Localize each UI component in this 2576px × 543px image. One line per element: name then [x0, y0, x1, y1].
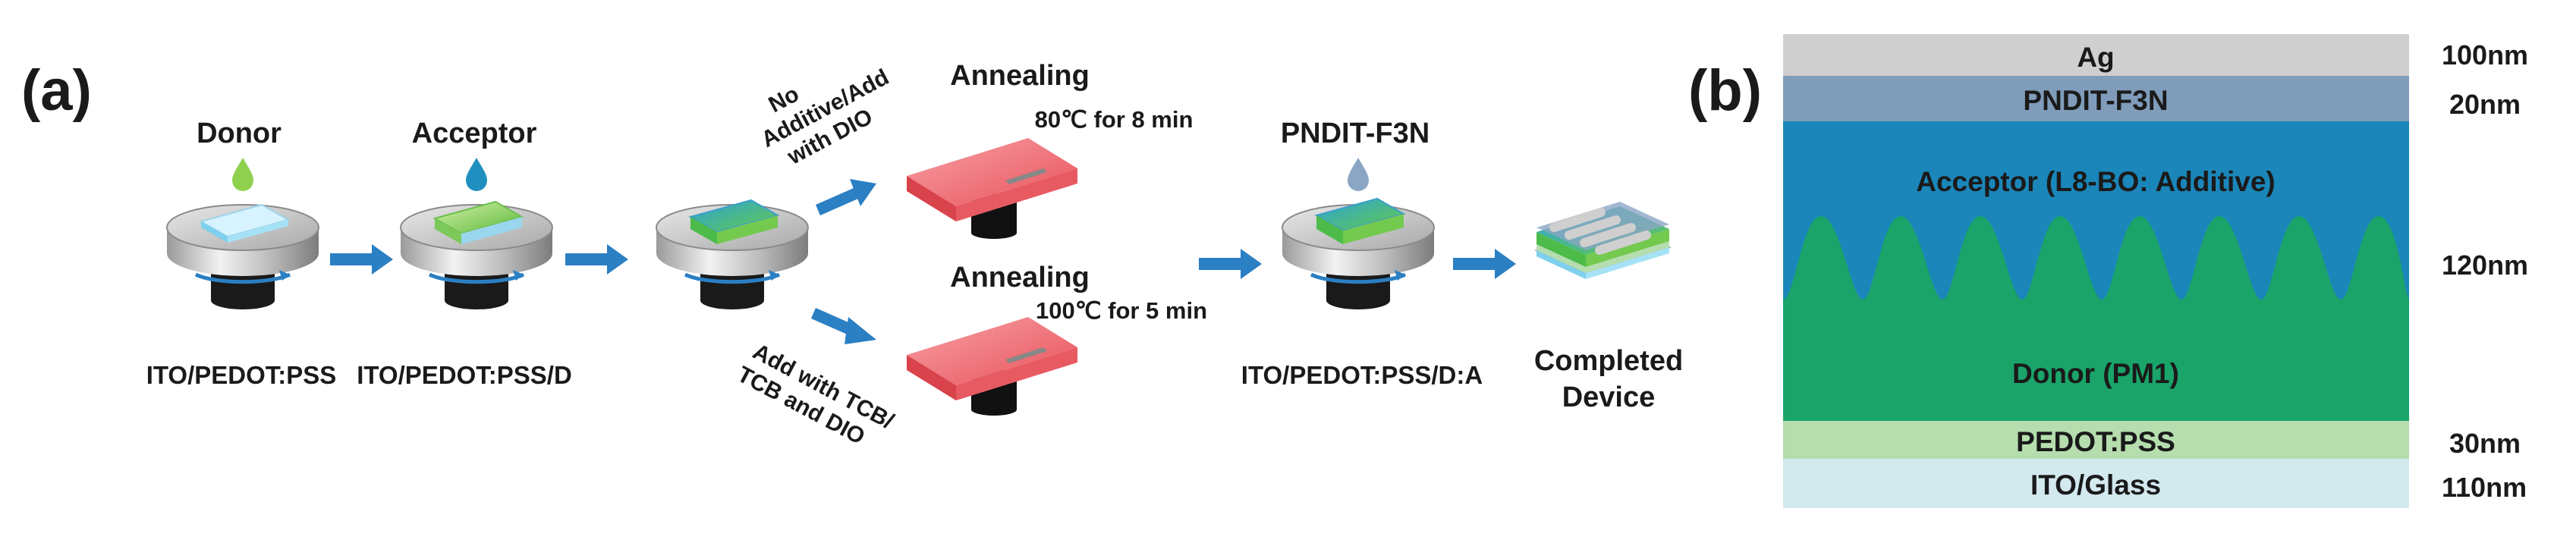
hot-plate-bottom — [907, 317, 1077, 416]
layer-acceptor-label: Acceptor (L8-BO: Additive) — [1916, 166, 2275, 197]
anneal-bottom-condition: 100℃ for 5 min — [1036, 297, 1207, 324]
donor-drop-icon — [232, 158, 253, 191]
layer-donor — [1783, 216, 2409, 421]
step-1-caption: ITO/PEDOT:PSS — [146, 361, 337, 389]
layer-ito-label: ITO/Glass — [2030, 469, 2161, 501]
step-2-caption: ITO/PEDOT:PSS/D — [357, 361, 572, 389]
layer-pedot-label: PEDOT:PSS — [2016, 426, 2175, 457]
branch-top-text: No Additive/Add with DIO — [757, 64, 893, 170]
layer-ag-label: Ag — [2077, 42, 2114, 73]
layer-pndit-label: PNDIT-F3N — [2023, 85, 2168, 116]
panel-a-label: (a) — [21, 58, 92, 123]
active-layer-thickness: 120nm — [2442, 250, 2528, 281]
pndit-drop-icon — [1348, 158, 1369, 191]
spin-coater-3 — [656, 199, 809, 309]
anneal-top-title: Annealing — [950, 60, 1090, 92]
completed-device-line-1: Completed — [1534, 345, 1683, 377]
arrow-branch-up — [816, 179, 876, 215]
layer-ag — [1783, 34, 2409, 76]
layer-donor-label: Donor (PM1) — [2012, 358, 2179, 389]
spin-coater-1 — [166, 203, 319, 309]
ito-thickness: 110nm — [2442, 472, 2527, 503]
completed-device-line-2: Device — [1562, 381, 1656, 413]
arrow-4 — [1453, 249, 1516, 279]
arrow-2 — [565, 244, 628, 275]
layer-stack — [1783, 34, 2409, 508]
acceptor-drop-icon — [466, 158, 487, 191]
spin-coater-2 — [400, 200, 553, 309]
final-step-caption: ITO/PEDOT:PSS/D:A — [1241, 361, 1483, 389]
branch-bottom-text: Add with TCB/ TCB and DIO — [733, 339, 898, 450]
pedot-thickness: 30nm — [2449, 428, 2521, 459]
pndit-thickness: 20nm — [2449, 89, 2521, 120]
ag-thickness: 100nm — [2442, 39, 2528, 71]
arrow-branch-down — [811, 308, 876, 344]
arrow-3 — [1199, 249, 1262, 279]
layer-pedot — [1783, 421, 2409, 459]
panel-b-label: (b) — [1688, 58, 1762, 123]
anneal-bottom-title: Annealing — [950, 262, 1090, 293]
hot-plate-top — [907, 138, 1077, 239]
final-step-title: PNDIT-F3N — [1281, 118, 1430, 149]
step-1-title: Donor — [197, 118, 282, 149]
arrow-1 — [330, 244, 393, 275]
spin-coater-4 — [1282, 197, 1435, 309]
anneal-top-condition: 80℃ for 8 min — [1035, 106, 1194, 133]
layer-pndit — [1783, 76, 2409, 121]
layer-ito — [1783, 459, 2409, 508]
completed-device-icon — [1534, 202, 1672, 279]
step-2-title: Acceptor — [412, 118, 537, 149]
